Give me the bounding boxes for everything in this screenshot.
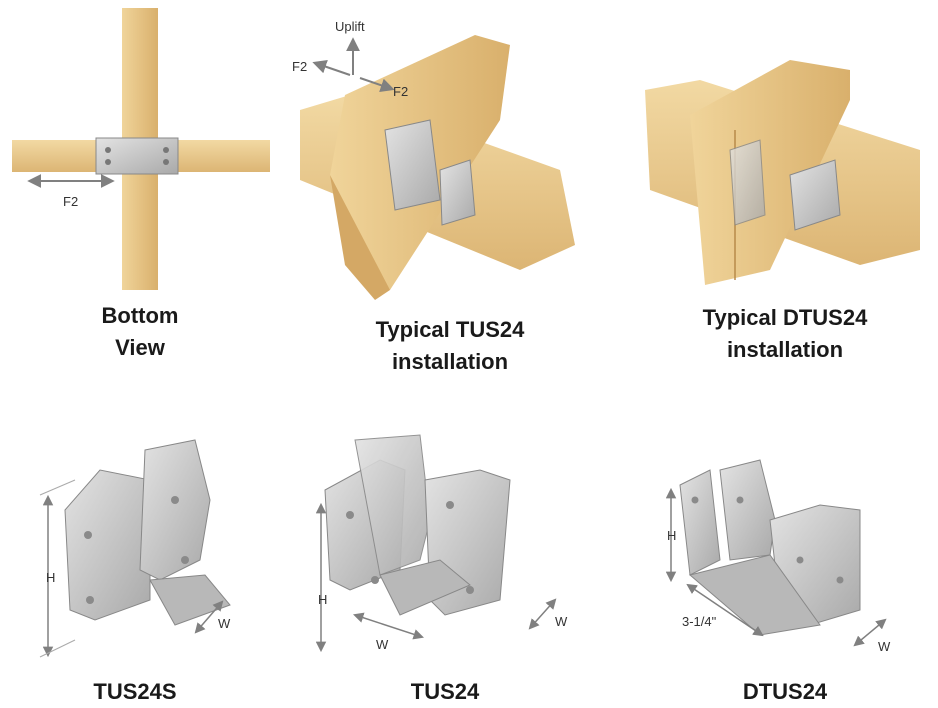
caption-line: TUS24S — [93, 679, 177, 704]
caption-line: View — [115, 335, 165, 360]
caption-line: Bottom — [101, 303, 179, 328]
tus-f2-right-label: F2 — [393, 84, 408, 99]
caption-tus24-install: Typical TUS24 installation — [340, 314, 560, 378]
tus24-h-label: H — [318, 592, 327, 607]
caption-dtus24: DTUS24 — [710, 676, 860, 708]
caption-line: installation — [391, 349, 509, 374]
caption-dtus24-install: Typical DTUS24 installation — [680, 302, 890, 366]
tus24s-h-label: H — [46, 570, 55, 585]
dtus24-depth-arrow — [686, 583, 764, 637]
dtus24-product-illustration — [665, 459, 887, 647]
caption-line: Typical DTUS24 — [702, 305, 868, 330]
hanger-plate — [95, 137, 179, 175]
tus-f2-left-label: F2 — [292, 59, 307, 74]
tus24s-w-arrow — [194, 600, 224, 634]
f2-left-arrow — [312, 60, 351, 76]
tus24-w2-label: W — [555, 614, 568, 629]
tus24s-product-illustration — [39, 439, 231, 658]
caption-tus24: TUS24 — [370, 676, 520, 708]
bottom-f2-label: F2 — [63, 194, 78, 209]
dtus24-h-label: H — [667, 528, 676, 543]
caption-line: DTUS24 — [742, 679, 828, 704]
uplift-label: Uplift — [335, 19, 365, 34]
tus24-install-illustration — [300, 35, 575, 300]
tus24-w1-label: W — [376, 637, 389, 652]
caption-line: Typical TUS24 — [375, 317, 525, 342]
dtus24-w-label: W — [878, 639, 891, 654]
bottom-view-illustration — [12, 8, 270, 290]
caption-line: installation — [726, 337, 844, 362]
tus24-w1-arrow — [353, 612, 424, 640]
caption-bottom-view: Bottom View — [70, 300, 210, 364]
tus24-w2-arrow — [528, 598, 557, 630]
caption-tus24s: TUS24S — [60, 676, 210, 708]
caption-line: TUS24 — [410, 679, 480, 704]
dtus24-depth-label: 3-1/4" — [682, 614, 717, 629]
tus24s-w-label: W — [218, 616, 231, 631]
dtus24-install-illustration — [645, 60, 920, 285]
f2-right-arrow — [359, 77, 395, 92]
dtus24-w-arrow — [853, 618, 887, 647]
tus24-product-illustration — [315, 434, 557, 653]
